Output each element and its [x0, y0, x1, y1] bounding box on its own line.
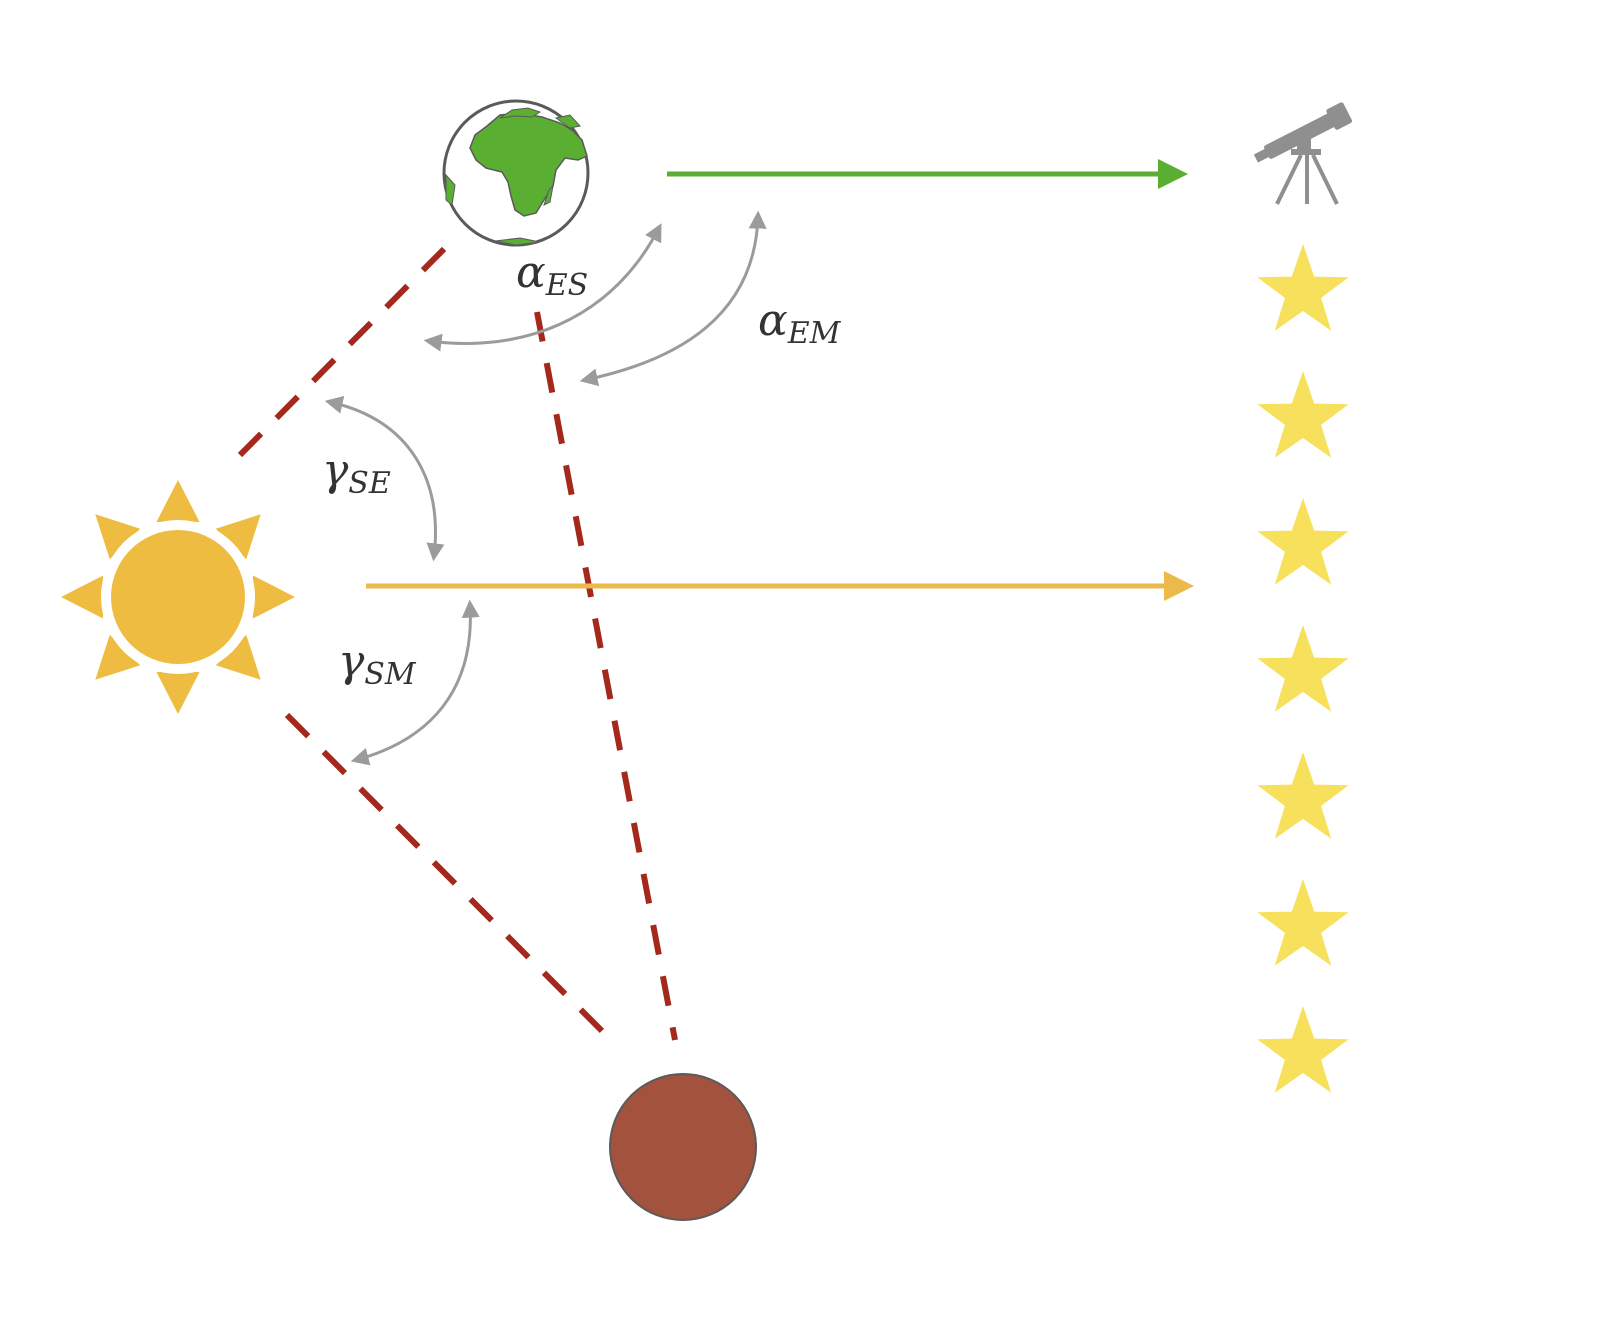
sun-icon [61, 480, 295, 714]
star-icon [1257, 1006, 1349, 1093]
earth-mars-sightline [534, 311, 678, 1041]
star-icon [1257, 371, 1349, 458]
mars-disc-icon [609, 1073, 757, 1221]
reference-stars [1257, 244, 1349, 1093]
gamma-se-label: γSE [322, 445, 391, 501]
sightlines [237, 245, 678, 1045]
globe-africa-icon [442, 99, 590, 247]
sun-ray [215, 514, 261, 560]
sun-ray [61, 575, 104, 619]
alpha-es-label: αES [516, 247, 588, 303]
telescope-icon [1253, 102, 1353, 205]
sun-ray [252, 575, 295, 619]
gamma-se-arc [324, 395, 445, 562]
sun-ray [215, 634, 261, 680]
sun-disc [111, 530, 245, 664]
sun-ray [95, 514, 141, 560]
alpha-em-label: αEM [758, 295, 842, 351]
sun-earth-sightline [237, 245, 448, 458]
sun-ray [156, 671, 200, 714]
sun-mars-sightline [284, 712, 616, 1045]
star-icon [1257, 752, 1349, 839]
sun-ray [95, 634, 141, 680]
star-icon [1257, 625, 1349, 712]
star-icon [1257, 244, 1349, 331]
gamma-sm-label: γSM [338, 636, 417, 692]
star-icon [1257, 879, 1349, 966]
alpha-em-arc [579, 210, 767, 387]
angle-arcs [324, 210, 767, 766]
gamma-sm-arc [350, 599, 480, 766]
star-icon [1257, 498, 1349, 585]
sun-ray [156, 480, 200, 523]
